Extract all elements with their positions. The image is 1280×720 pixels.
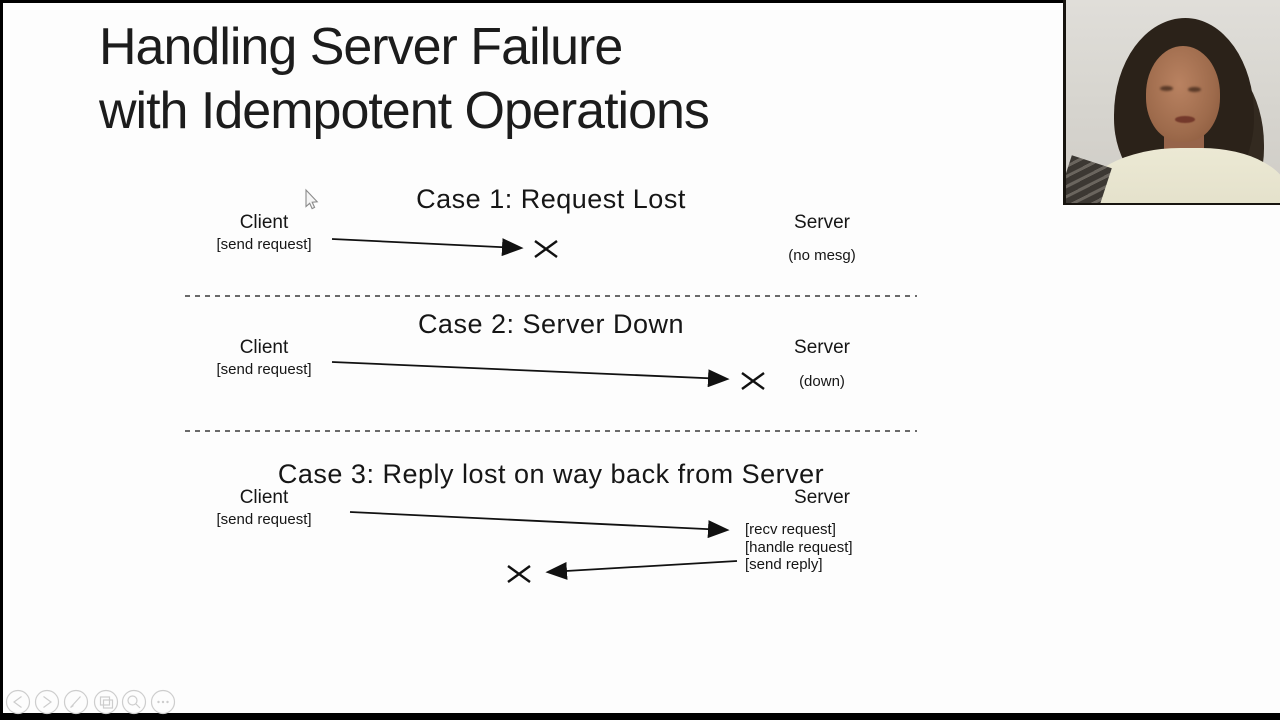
- case2-client: Client [send request]: [206, 337, 322, 378]
- chevron-right-icon: [43, 696, 53, 708]
- case3-server: Server: [772, 487, 872, 509]
- case2-heading: Case 2: Server Down: [417, 309, 685, 339]
- case1-client: Client [send request]: [206, 212, 322, 253]
- case2-server-label: Server: [794, 337, 850, 358]
- presenter-webcam: [1063, 0, 1280, 205]
- case3-server-label: Server: [794, 487, 850, 508]
- case1-server-label: Server: [794, 212, 850, 233]
- see-all-slides-button[interactable]: [93, 689, 119, 715]
- case1-heading: Case 1: Request Lost: [416, 184, 686, 214]
- case1-server: Server: [772, 212, 872, 234]
- case3-step-handle: [handle request]: [745, 538, 853, 556]
- next-slide-button[interactable]: [34, 689, 60, 715]
- case3-step-reply: [send reply]: [745, 556, 823, 573]
- case1-server-note: (no mesg): [788, 247, 856, 264]
- case2-client-action: [send request]: [216, 361, 312, 378]
- case2-server: Server: [772, 337, 872, 359]
- case3-client-label: Client: [239, 487, 289, 508]
- ellipsis-icon: [157, 700, 169, 704]
- presenter-mouth: [1175, 116, 1195, 123]
- magnifier-icon: [121, 689, 147, 715]
- case3-client-action: [send request]: [216, 511, 312, 528]
- case1-client-label: Client: [239, 212, 289, 233]
- presenter-face: [1146, 46, 1220, 142]
- case3-server-steps: [recv request] [handle request] [send re…: [745, 521, 853, 574]
- presenter-shoulders: [1080, 148, 1280, 203]
- chevron-left-icon: [12, 696, 22, 708]
- slide-title-line2: with Idempotent Operations: [99, 82, 710, 140]
- slide-title-line1: Handling Server Failure: [99, 18, 623, 76]
- presenter-toolbar: [5, 689, 176, 715]
- more-options-button[interactable]: [150, 689, 176, 715]
- presenter-eye-right: [1188, 87, 1201, 92]
- presenter-eye-left: [1160, 86, 1173, 91]
- previous-slide-button[interactable]: [5, 689, 31, 715]
- slides-grid-icon: [99, 696, 114, 709]
- case3-client: Client [send request]: [206, 487, 322, 528]
- pen-icon: [70, 696, 81, 708]
- case2-server-note: (down): [799, 373, 845, 390]
- slide-title: Handling Server Failure with Idempotent …: [99, 15, 710, 143]
- case1-client-action: [send request]: [216, 236, 312, 253]
- case3-step-recv: [recv request]: [745, 521, 836, 538]
- case3-heading: Case 3: Reply lost on way back from Serv…: [277, 459, 825, 489]
- pen-tools-button[interactable]: [63, 689, 89, 715]
- case2-client-label: Client: [239, 337, 289, 358]
- zoom-slide-button[interactable]: [121, 689, 147, 715]
